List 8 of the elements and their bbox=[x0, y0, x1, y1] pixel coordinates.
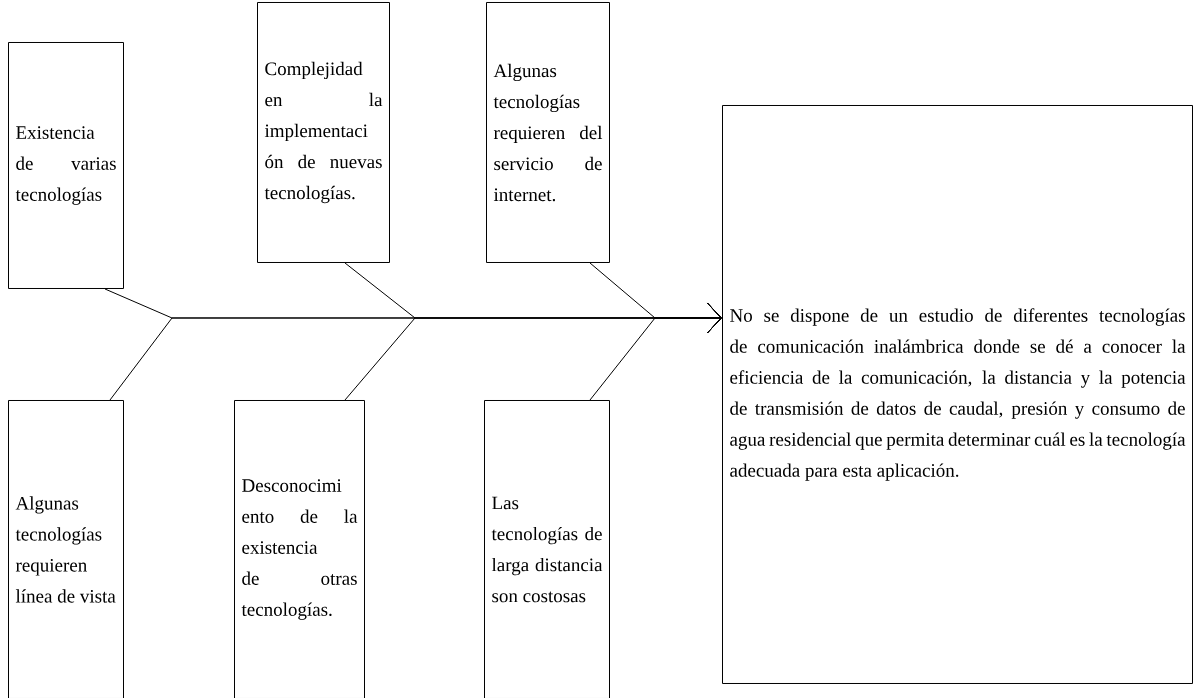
text-box: Algunas tecnologías requieren línea de vista bbox=[8, 400, 124, 698]
arrow bbox=[589, 302, 722, 401]
text-box: Algunas tecnologías requieren del servicio de internet. bbox=[486, 2, 610, 263]
text-box: Complejidad en la implementaci ón de nuevas tecnologías. bbox=[257, 2, 390, 263]
text-box: Existencia de varias tecnologías bbox=[8, 42, 124, 289]
text-box: No se dispone de un estudio de diferentes tecnologías de comunicación inalámbrica donde se dé a conocer la eficiencia de la comunicación, la distancia y la potencia de transmisión de datos de caudal, presión y consumo de agua residencial que permita determinar cuál es la tecnología adecuada para esta aplicación. bbox=[722, 105, 1193, 684]
text-box: Las tecnologías de larga distancia son costosas bbox=[484, 400, 610, 698]
text-box: Desconocimi ento de la existencia de otras tecnologías. bbox=[234, 400, 365, 698]
